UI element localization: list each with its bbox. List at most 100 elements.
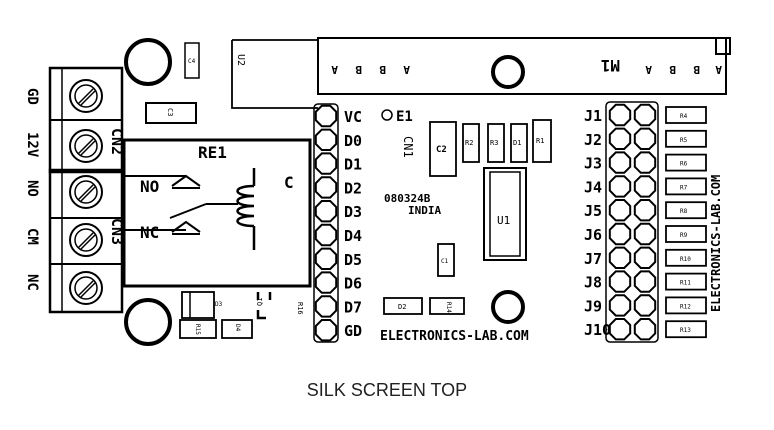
pcb-silkscreen: C4 U2 C3 GD 12V — [24, 37, 731, 346]
left-header-pin — [314, 223, 338, 247]
cn2-label: CN2 — [108, 128, 126, 155]
resistor-r5 — [665, 129, 707, 148]
c4-label: C4 — [188, 58, 196, 65]
c1-label: C1 — [441, 258, 449, 265]
right-header-pin — [633, 222, 657, 246]
right-header-pin — [633, 294, 657, 317]
resistor-label: R5 — [680, 137, 688, 144]
cn3-pin-cm-label: CM — [24, 228, 40, 245]
relay-nc-label: NC — [140, 223, 159, 242]
c3-capacitor — [145, 102, 197, 124]
caption: SILK SCREEN TOP — [306, 380, 468, 400]
right-header-pin — [608, 270, 632, 293]
cn3-label: CN3 — [108, 218, 126, 245]
r14-label: R14 — [445, 302, 452, 313]
right-header-pin-label: J5 — [584, 202, 602, 220]
r3-resistor — [487, 123, 505, 163]
right-header-pin — [608, 246, 632, 269]
screw-terminal-12v — [69, 129, 103, 163]
left-header-pin-label: D1 — [344, 156, 362, 174]
relay-coil-symbol — [236, 168, 256, 250]
right-header-pin — [633, 103, 657, 127]
d2-label: D2 — [398, 303, 406, 311]
m1-pin-right-2: B — [669, 63, 676, 76]
right-header-pin-label: J3 — [584, 155, 602, 173]
d3-label: D3 — [215, 301, 223, 308]
d4-label: D4 — [234, 324, 241, 332]
screw-terminal-no — [69, 175, 103, 209]
left-header-pin — [314, 176, 338, 199]
left-header-pin — [314, 247, 338, 270]
resistor-r6 — [665, 153, 707, 172]
resistor-label: R8 — [680, 208, 688, 215]
left-header-pin-label: D5 — [344, 251, 362, 269]
resistor-r9 — [665, 225, 707, 243]
screw-terminal-cm — [69, 223, 103, 257]
mounting-hole-top-left — [124, 38, 172, 86]
right-header-pin — [608, 127, 632, 150]
resistor-r12 — [665, 296, 707, 315]
resistor-r13 — [665, 320, 707, 339]
d4-diode — [221, 319, 253, 339]
resistor-label: R9 — [680, 232, 688, 239]
r2-label: R2 — [465, 139, 473, 147]
right-header-pin — [633, 270, 657, 293]
u1-ic-inner — [489, 171, 521, 257]
screw-terminal-gd — [69, 79, 103, 113]
right-header-pin — [633, 318, 657, 341]
right-header-pins — [605, 101, 659, 343]
screw-terminal-nc — [69, 271, 103, 305]
m1-pin-left-3: B — [379, 63, 386, 76]
resistor-r10 — [665, 248, 707, 267]
right-header-pin-label: J8 — [584, 274, 602, 292]
u2-regulator-outline — [231, 39, 318, 109]
left-header-pin-label: D6 — [344, 275, 362, 293]
relay-re1-outline — [122, 138, 312, 288]
mounting-hole-bottom-right — [491, 290, 525, 324]
right-header-pin — [608, 294, 632, 317]
board-code-line1: 080324B — [384, 192, 431, 205]
r16-label: R16 — [296, 302, 304, 315]
resistor-label: R7 — [680, 184, 688, 191]
left-header-pin-label: D3 — [344, 203, 362, 221]
relay-contact-symbol — [124, 174, 238, 235]
c1-capacitor — [437, 243, 455, 277]
left-header-pin — [314, 152, 338, 175]
right-header-pin — [608, 222, 632, 246]
left-header-pin — [314, 200, 338, 223]
cn3-terminal-block — [48, 168, 124, 314]
left-header-pins — [314, 104, 338, 342]
mounting-hole-top-right — [491, 55, 525, 89]
right-header-pin — [608, 318, 632, 341]
right-header-pin — [633, 127, 657, 150]
r14-resistor — [429, 297, 465, 315]
right-header-pin — [633, 151, 657, 174]
left-header-pin — [314, 271, 338, 294]
r15-label: R15 — [194, 324, 201, 335]
m1-pin-right-1: A — [645, 63, 652, 76]
resistor-r8 — [665, 201, 707, 220]
q1-label: Q1 — [256, 298, 264, 306]
resistor-label: R6 — [680, 161, 688, 168]
resistor-label: R12 — [680, 303, 691, 310]
m1-pin-left-2: B — [355, 63, 362, 76]
left-header-pin — [314, 128, 338, 151]
right-header-pin-label: J6 — [584, 226, 602, 244]
right-header-pin — [633, 175, 657, 198]
r3-label: R3 — [490, 139, 498, 147]
site-label-vertical: ELECTRONICS-LAB.COM — [709, 175, 723, 312]
resistor-label: R10 — [680, 256, 691, 263]
resistor-label: R11 — [680, 280, 691, 287]
right-header-pin-label: J4 — [584, 178, 602, 196]
c2-label: C2 — [436, 145, 447, 155]
e1-marker — [381, 109, 393, 121]
right-header-pin-label: J9 — [584, 297, 602, 315]
c3-label: C3 — [166, 108, 174, 116]
cn3-pin-nc-label: NC — [24, 274, 40, 291]
cn1-label: CN1 — [401, 136, 415, 158]
m1-connector-outline — [317, 37, 727, 95]
right-header-pin — [633, 246, 657, 269]
